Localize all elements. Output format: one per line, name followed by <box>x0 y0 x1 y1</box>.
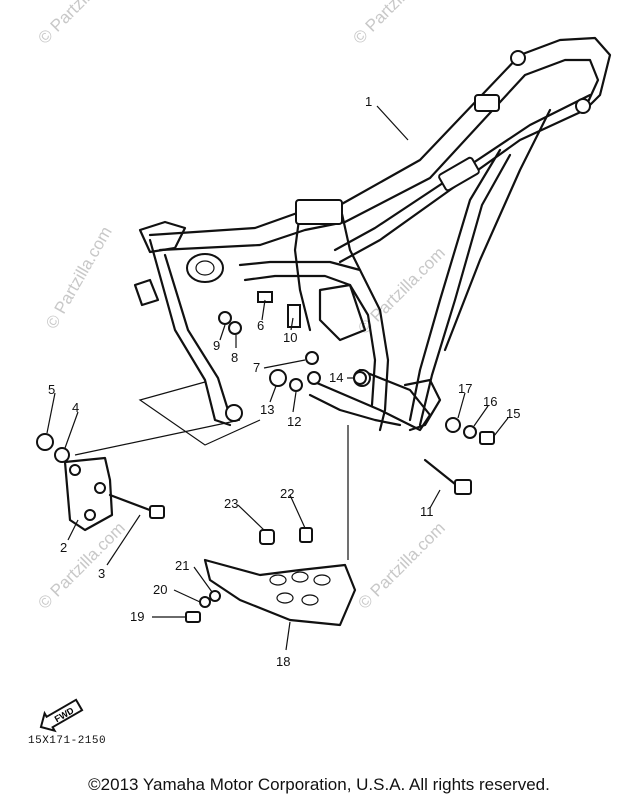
watermark: © Partzilla.com <box>349 0 443 48</box>
callout-19: 19 <box>130 609 144 624</box>
bolt-3 <box>108 493 165 519</box>
bolt-7 <box>305 351 319 365</box>
callout-20: 20 <box>153 582 167 597</box>
callout-1: 1 <box>365 94 372 109</box>
callout-10: 10 <box>283 330 297 345</box>
nut-8 <box>228 321 242 335</box>
guide-lines <box>74 381 349 560</box>
callout-3: 3 <box>98 566 105 581</box>
callout-21: 21 <box>175 558 189 573</box>
callout-22: 22 <box>280 486 294 501</box>
callout-15: 15 <box>506 406 520 421</box>
callout-14: 14 <box>329 370 343 385</box>
callout-17: 17 <box>458 381 472 396</box>
fwd-arrow-icon: FWD <box>39 698 84 733</box>
callout-12: 12 <box>287 414 301 429</box>
washer-16 <box>463 425 477 439</box>
callout-5: 5 <box>48 382 55 397</box>
washer-20 <box>199 596 211 608</box>
callout-13: 13 <box>260 402 274 417</box>
drawing-code: 15X171-2150 <box>28 735 107 747</box>
watermark: © Partzilla.com <box>34 0 128 48</box>
bolt-15 <box>479 431 495 445</box>
nut-17 <box>445 417 461 433</box>
copyright-notice: ©2013 Yamaha Motor Corporation, U.S.A. A… <box>88 775 550 794</box>
callout-6: 6 <box>257 318 264 333</box>
callout-11: 11 <box>420 504 434 519</box>
collar-13 <box>269 369 287 387</box>
callout-labels: 1 2 3 4 5 6 7 8 9 10 11 12 13 14 15 16 1… <box>48 94 520 669</box>
watermark: © Partzilla.com <box>34 518 128 612</box>
bolt-19 <box>185 611 201 623</box>
washer-9 <box>218 311 232 325</box>
damper-23 <box>259 529 275 545</box>
watermark: © Partzilla.com <box>354 518 448 612</box>
callout-23: 23 <box>224 496 238 511</box>
callout-4: 4 <box>72 400 79 415</box>
bolt-11 <box>423 458 472 495</box>
callout-16: 16 <box>483 394 497 409</box>
callout-8: 8 <box>231 350 238 365</box>
watermarks: © Partzilla.com © Partzilla.com © Partzi… <box>34 0 448 613</box>
washer-21 <box>209 590 221 602</box>
callout-2: 2 <box>60 540 67 555</box>
washer-4 <box>54 447 70 463</box>
leader-lines <box>46 105 509 651</box>
bolt-22 <box>299 527 313 543</box>
nut-5 <box>36 433 54 451</box>
bushing-14 <box>353 371 367 385</box>
washer-12 <box>289 378 303 392</box>
callout-18: 18 <box>276 654 290 669</box>
callout-9: 9 <box>213 338 220 353</box>
skid-plate-18 <box>203 558 357 627</box>
engine-bracket <box>63 456 114 532</box>
bolt-10 <box>287 304 301 328</box>
watermark: © Partzilla.com <box>42 223 116 332</box>
main-frame <box>133 36 612 432</box>
callout-7: 7 <box>253 360 260 375</box>
